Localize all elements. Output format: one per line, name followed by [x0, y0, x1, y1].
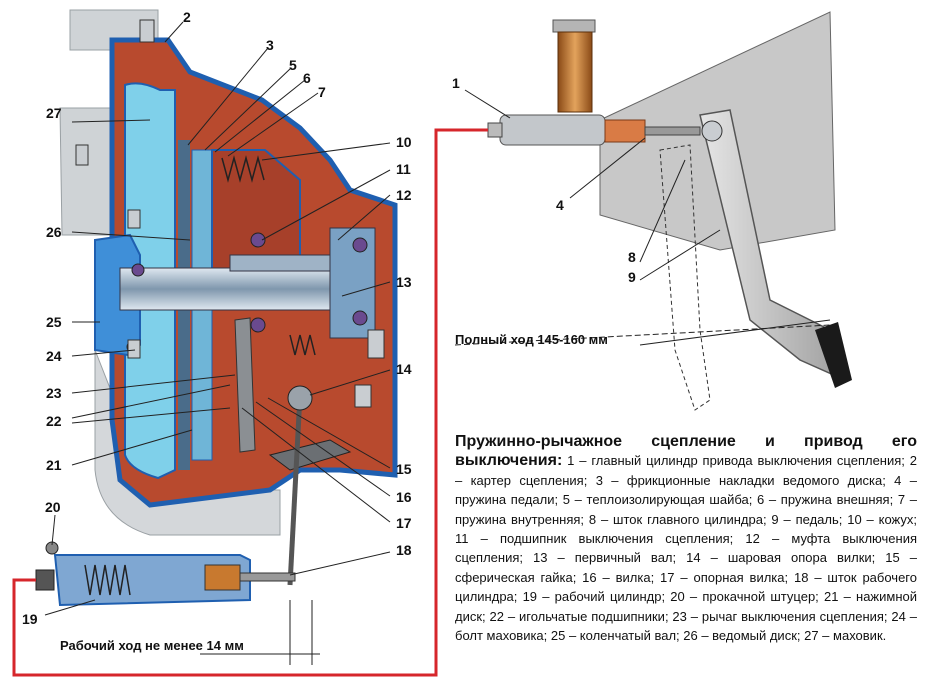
label-7: 7 — [318, 84, 326, 100]
label-22: 22 — [46, 413, 62, 429]
label-6: 6 — [303, 70, 311, 86]
label-13: 13 — [396, 274, 412, 290]
label-1: 1 — [452, 75, 460, 91]
label-8: 8 — [628, 249, 636, 265]
label-10: 10 — [396, 134, 412, 150]
label-15: 15 — [396, 461, 412, 477]
label-4: 4 — [556, 197, 564, 213]
leader-lines — [44, 21, 721, 616]
working-travel-label: Рабочий ход не менее 14 мм — [60, 638, 244, 653]
label-26: 26 — [46, 224, 62, 240]
hydraulic-line — [12, 128, 488, 677]
label-17: 17 — [396, 515, 412, 531]
pedal-assembly — [487, 11, 852, 411]
label-20: 20 — [45, 499, 61, 515]
caption-title: Пружинно-рычажное сцепление и привод его… — [455, 433, 917, 470]
figure-caption: Пружинно-рычажное сцепление и привод его… — [455, 432, 917, 645]
label-16: 16 — [396, 489, 412, 505]
label-2: 2 — [183, 9, 191, 25]
full-travel-label: Полный ход 145-160 мм — [455, 332, 608, 347]
callout-labels: 1 2 3 4 5 6 7 8 9 10 11 12 13 14 15 16 1… — [22, 9, 636, 627]
clutch-assembly — [35, 9, 398, 607]
label-11: 11 — [396, 161, 411, 177]
label-24: 24 — [46, 348, 62, 364]
label-21: 21 — [46, 457, 62, 473]
label-9: 9 — [628, 269, 636, 285]
label-19: 19 — [22, 611, 38, 627]
label-14: 14 — [396, 361, 412, 377]
label-5: 5 — [289, 57, 297, 73]
label-27: 27 — [46, 105, 62, 121]
caption-body: 1 – главный цилиндр привода выключения с… — [455, 453, 917, 644]
dimension-lines — [200, 319, 831, 665]
label-12: 12 — [396, 187, 412, 203]
label-25: 25 — [46, 314, 62, 330]
label-23: 23 — [46, 385, 62, 401]
label-18: 18 — [396, 542, 412, 558]
label-3: 3 — [266, 37, 274, 53]
